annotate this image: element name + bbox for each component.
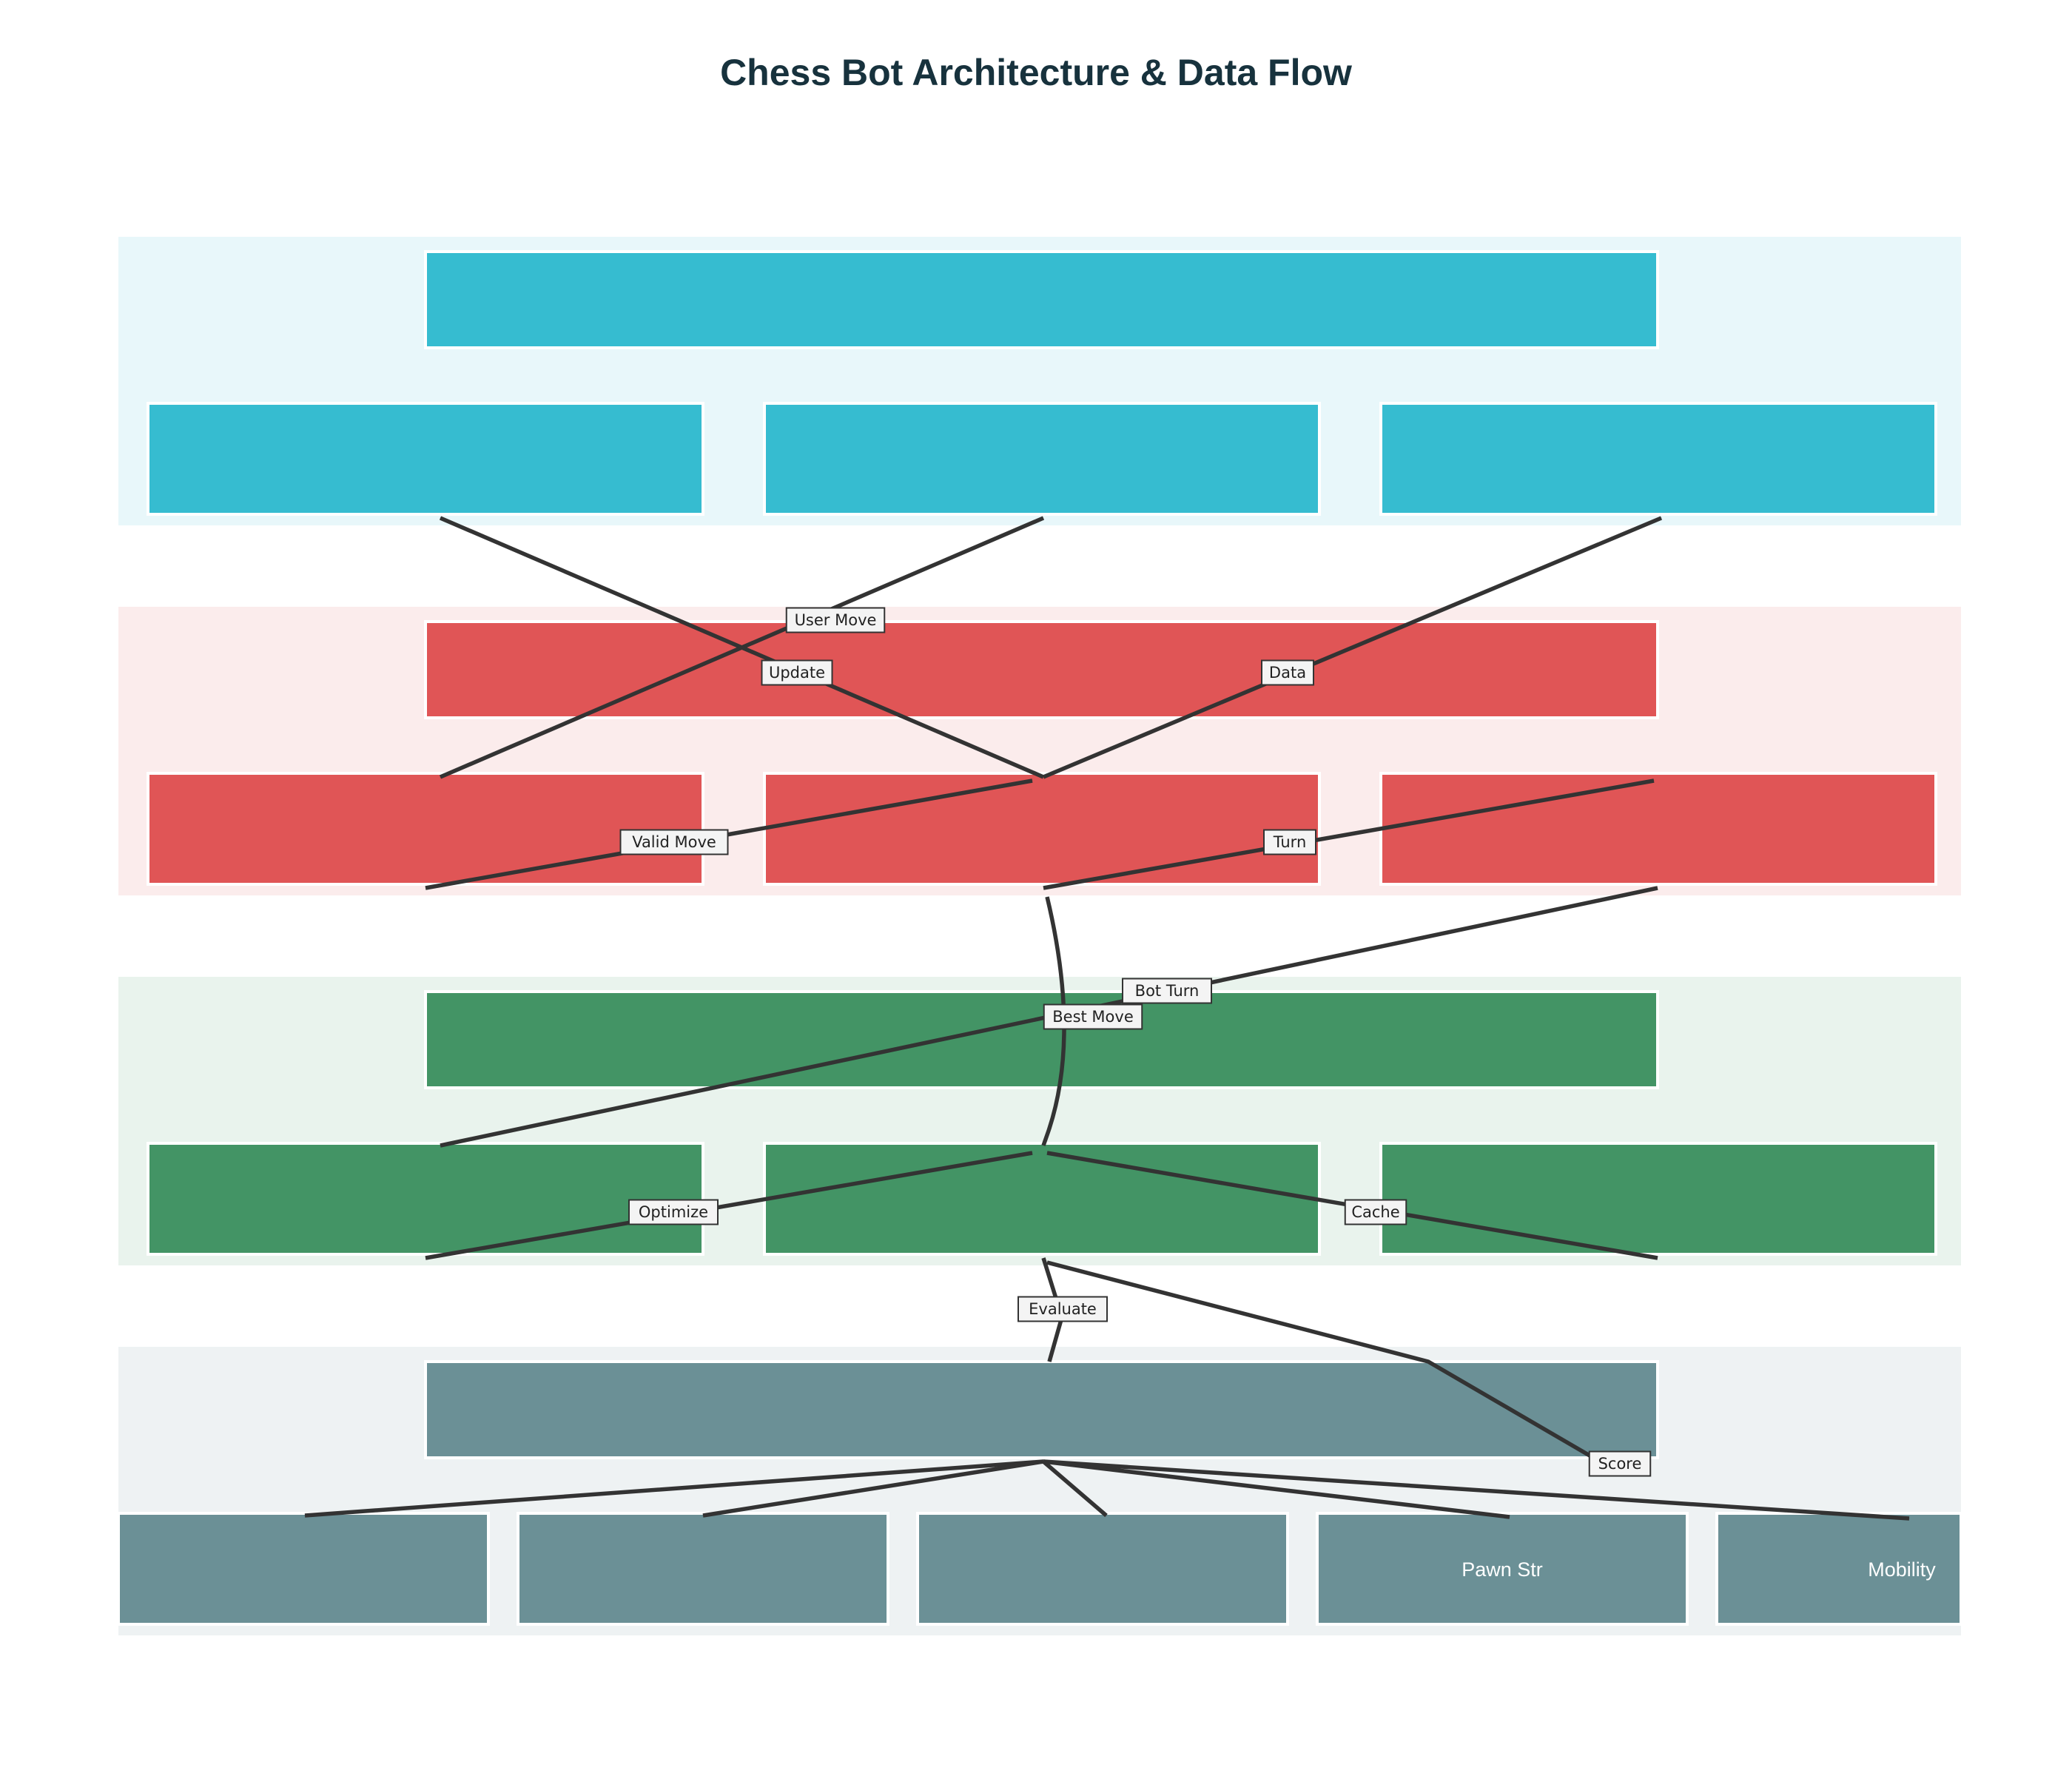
node-eval-2 [517,1512,889,1626]
edge-label-box [619,829,729,855]
edge-eval-fanout-1 [304,1459,1044,1518]
edge-label-box [761,659,833,686]
edge-label-box [1122,978,1212,1004]
node-search-3 [1379,1142,1937,1256]
edge-best-move [1041,896,1066,1146]
edge-turn [1043,778,1655,890]
edge-label-text: Data [1269,664,1306,682]
edge-label-text: Best Move [1052,1008,1134,1026]
edge-eval-fanout-4 [1043,1459,1510,1519]
edge-label-text: Optimize [639,1203,708,1221]
edge-label-text: Turn [1273,833,1307,851]
edge-label-box [1344,1199,1407,1225]
edge-label-text: Update [769,664,825,682]
node-eval-4 [1316,1512,1689,1626]
edge-label-data: Data [1261,659,1314,686]
edge-label-text: User Move [795,611,877,629]
node-eval-4-label: Pawn Str [1462,1558,1543,1581]
edge-label-optimize: Optimize [628,1199,719,1225]
node-search-main [424,990,1659,1089]
edge-label-evaluate: Evaluate [1018,1296,1108,1322]
edge-label-update: Update [761,659,833,686]
edge-score [1046,1260,1592,1459]
edge-label-text: Valid Move [632,833,716,851]
node-search-1 [147,1142,704,1256]
node-ui-3 [1379,402,1937,516]
layers-group: Pawn Str Mobility [117,237,1962,1635]
edge-label-box [1263,829,1316,855]
node-eval-3 [916,1512,1289,1626]
edge-label-box [1261,659,1314,686]
edge-label-box [1588,1450,1652,1477]
edge-label-valid-move: Valid Move [619,829,729,855]
node-game-1 [147,772,704,886]
node-game-3 [1379,772,1937,886]
edge-label-box [1018,1296,1108,1322]
edge-label-box [1043,1003,1143,1030]
edge-label-text: Bot Turn [1135,982,1200,1000]
edge-optimize [425,1151,1033,1260]
edge-label-text: Evaluate [1029,1300,1097,1318]
edge-label-bot-turn: Bot Turn [1122,978,1212,1004]
edge-label-text: Score [1598,1455,1642,1473]
node-eval-5-label: Mobility [1868,1558,1936,1581]
diagram-title: Chess Bot Architecture & Data Flow [720,52,1352,93]
edge-label-user-move: User Move [785,607,886,633]
edge-eval-fanout-5 [1043,1459,1910,1521]
edge-update [439,516,1045,779]
edge-label-best-move: Best Move [1043,1003,1143,1030]
edge-label-cache: Cache [1344,1199,1407,1225]
node-game-2 [763,772,1321,886]
edge-label-score: Score [1588,1450,1652,1477]
edge-eval-fanout-2 [702,1459,1044,1518]
node-ui-1 [147,402,704,516]
node-ui-2 [763,402,1321,516]
node-eval-main [424,1360,1659,1459]
edge-label-box [785,607,886,633]
node-game-main [424,620,1659,719]
edge-label-turn: Turn [1263,829,1316,855]
node-ui-main [424,250,1659,349]
edge-data [1042,516,1663,779]
node-search-2 [763,1142,1321,1256]
edge-label-box [628,1199,719,1225]
node-eval-1 [117,1512,490,1626]
edge-valid-move [425,778,1033,890]
edge-eval-fanout-3 [1042,1459,1108,1518]
edge-label-text: Cache [1351,1203,1399,1221]
